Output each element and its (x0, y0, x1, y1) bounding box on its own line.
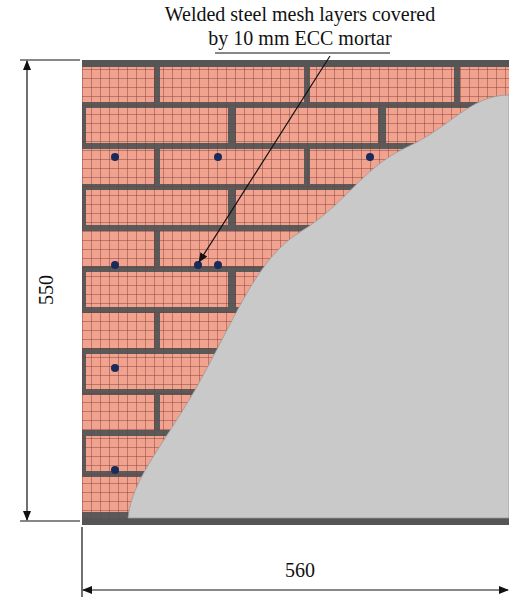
dimension-label: 560 (285, 558, 315, 582)
leader-line (199, 56, 330, 262)
dimension-lines (20, 60, 508, 597)
dimension-label: 550 (34, 275, 58, 305)
callout-text: Welded steel mesh layers covered by 10 m… (160, 2, 440, 50)
callout-underline (215, 53, 390, 54)
masonry-wall (82, 60, 509, 525)
ecc-mortar-layer (128, 95, 509, 518)
